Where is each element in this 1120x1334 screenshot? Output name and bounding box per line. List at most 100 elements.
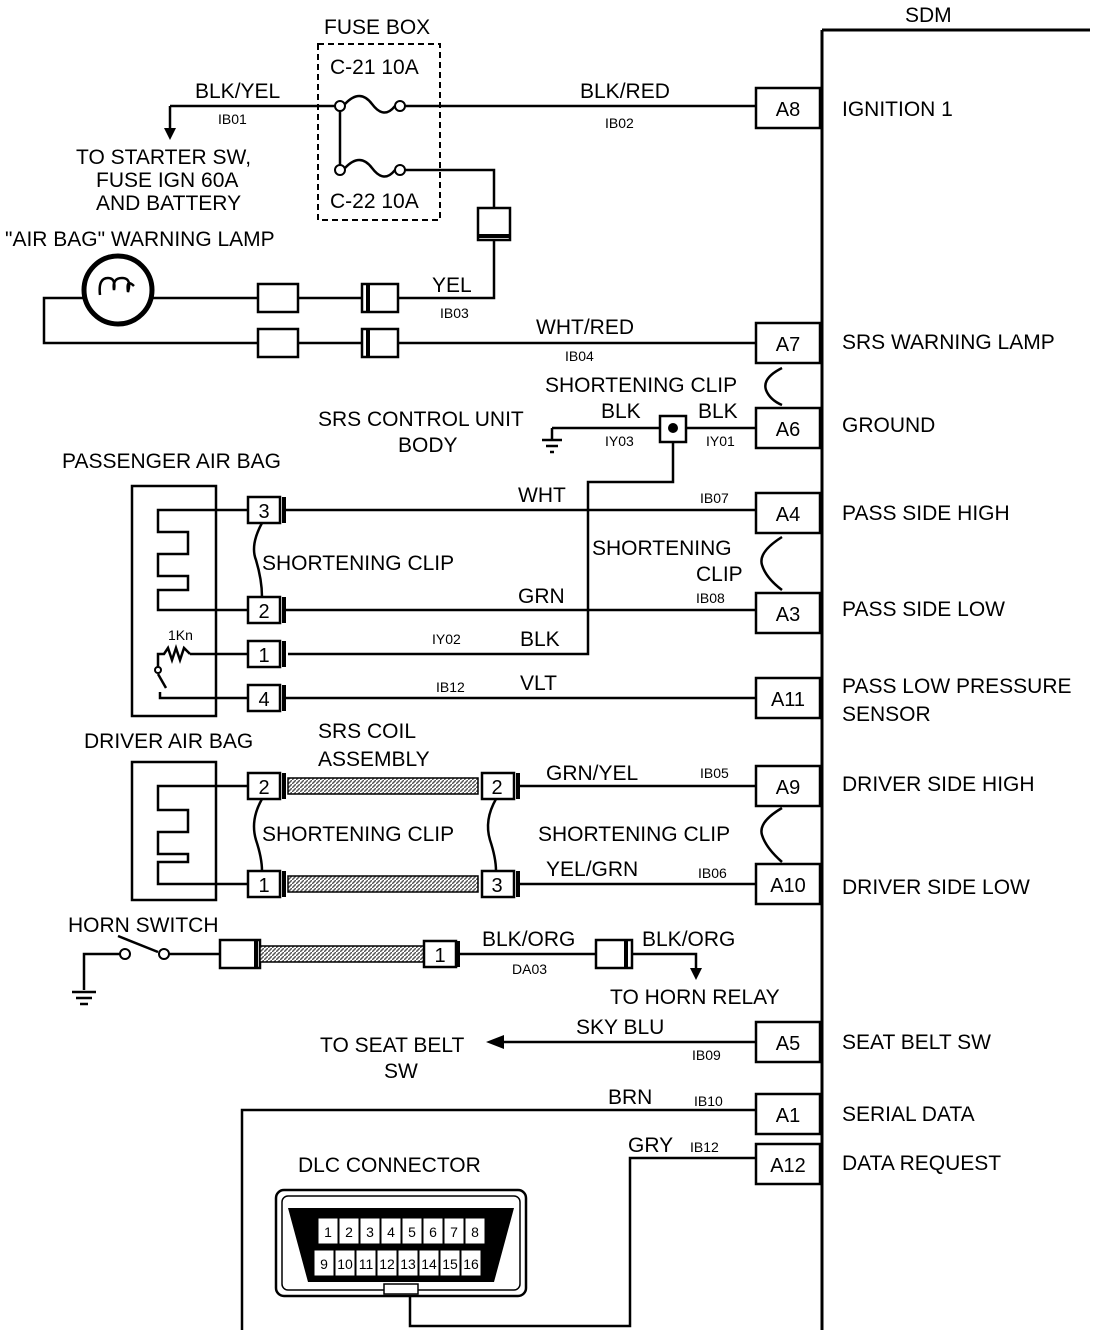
- dlc-pin-cell: [401, 1217, 423, 1245]
- sdm-pin-a12: A12 DATA REQUEST: [754, 1142, 1001, 1186]
- dlc-pin-number: 8: [471, 1224, 479, 1240]
- pin-desc-2: SENSOR: [842, 703, 931, 726]
- pin-1: 1: [258, 645, 269, 667]
- wire-color: BLK: [520, 628, 560, 651]
- wire-code: IB06: [698, 865, 727, 881]
- dlc-pin-number: 15: [442, 1256, 458, 1272]
- wire-color: VLT: [520, 672, 557, 695]
- pin-label: A4: [776, 504, 800, 526]
- wire-code: IB12: [690, 1139, 719, 1155]
- wire-code: DA03: [512, 961, 547, 977]
- pin-desc: PASS SIDE HIGH: [842, 502, 1010, 525]
- wire-color: YEL/GRN: [546, 858, 638, 881]
- wire-color: BRN: [608, 1086, 652, 1109]
- wire-gry: GRY IB12: [408, 1134, 756, 1328]
- dlc-pin-cell: [376, 1249, 398, 1277]
- dlc-pin-number: 9: [320, 1256, 328, 1272]
- dlc-pin-number: 7: [450, 1224, 458, 1240]
- dlc-pin-number: 11: [359, 1256, 374, 1272]
- fuse-box-title: FUSE BOX: [324, 16, 430, 39]
- wire-color: BLK/ORG: [482, 928, 575, 951]
- wire-blk-yel: BLK/YEL IB01: [164, 80, 335, 140]
- resistor-label: 1Kn: [168, 627, 193, 643]
- wire-blk-iy02: BLK IY02: [432, 628, 560, 651]
- sdm-pin-a6: A6 GROUND: [754, 406, 935, 450]
- dlc-pin-cell: [313, 1249, 335, 1277]
- wire-yel: YEL IB03: [398, 168, 512, 321]
- sdm-pin-a5: A5 SEAT BELT SW: [754, 1020, 991, 1064]
- srs-control-label-1: SRS CONTROL UNIT: [318, 408, 524, 431]
- pin-label: A3: [776, 604, 800, 626]
- pin-desc: DATA REQUEST: [842, 1152, 1001, 1175]
- sdm-pin-a3: A3 PASS SIDE LOW: [754, 591, 1005, 635]
- dlc-pin-number: 14: [421, 1256, 437, 1272]
- sdm-pin-a10: A10 DRIVER SIDE LOW: [754, 862, 1030, 906]
- dlc-pin-cell: [460, 1249, 482, 1277]
- srs-ground: SRS CONTROL UNIT BODY BLK IY03 BLK IY01: [288, 400, 756, 656]
- pin-label: A10: [770, 875, 806, 897]
- pin-1: 1: [434, 945, 445, 967]
- wire-yel-grn: YEL/GRN IB06: [520, 858, 756, 886]
- wire-color: GRN/YEL: [546, 762, 638, 785]
- sdm-pin-a11: A11 PASS LOW PRESSURE SENSOR: [754, 675, 1072, 726]
- starter-label-2: FUSE IGN 60A: [96, 169, 238, 192]
- pin-desc: SRS WARNING LAMP: [842, 331, 1055, 354]
- wire-code: IB08: [696, 590, 725, 606]
- pin-label: A9: [776, 777, 800, 799]
- wire-color: BLK/RED: [580, 80, 670, 103]
- wire-color: WHT: [518, 484, 566, 507]
- wire-blk-red: BLK/RED IB02: [405, 80, 756, 131]
- horn-switch: HORN SWITCH 1: [68, 914, 460, 1006]
- wire-code: IB05: [700, 765, 729, 781]
- wire-sky-blu: SKY BLU IB09 TO SEAT BELT SW: [320, 1016, 756, 1083]
- pin-desc: PASS LOW PRESSURE: [842, 675, 1072, 698]
- wire-wht: WHT IB07: [286, 484, 756, 512]
- dlc-pin-number: 4: [387, 1224, 395, 1240]
- warning-lamp-label: "AIR BAG" WARNING LAMP: [5, 228, 275, 251]
- horn-relay-label: TO HORN RELAY: [610, 986, 780, 1009]
- starter-label-3: AND BATTERY: [96, 192, 241, 215]
- srs-coil-assembly: SRS COIL ASSEMBLY 2 2 1 3 SHORTENING CLI…: [246, 720, 730, 899]
- sdm-pin-a9: A9 DRIVER SIDE HIGH: [754, 764, 1035, 808]
- dlc-pin-number: 10: [337, 1256, 353, 1272]
- pin-4: 4: [258, 689, 269, 711]
- wire-color: WHT/RED: [536, 316, 634, 339]
- wire-code: IB01: [218, 111, 247, 127]
- dlc-pin-number: 13: [400, 1256, 416, 1272]
- sdm-pin-a1: A1 SERIAL DATA: [754, 1092, 975, 1136]
- wire-color: BLK: [601, 400, 641, 423]
- wire-code: IY03: [605, 433, 634, 449]
- dlc-pin-number: 6: [429, 1224, 437, 1240]
- dlc-pin-number: 2: [345, 1224, 353, 1240]
- dlc-pin-cell: [422, 1217, 444, 1245]
- pin-1: 1: [258, 875, 269, 897]
- lamp-connectors: [256, 282, 400, 359]
- sdm-pin-a4: A4 PASS SIDE HIGH: [754, 491, 1010, 535]
- wire-grn-yel: GRN/YEL IB05: [520, 762, 756, 788]
- pin-label: A5: [776, 1033, 800, 1055]
- wire-grn: GRN IB08: [286, 585, 756, 612]
- wire-code: IB02: [605, 115, 634, 131]
- dlc-pin-cell: [317, 1217, 339, 1245]
- passenger-air-bag: PASSENGER AIR BAG 1Kn: [62, 450, 281, 718]
- wire-code: IB04: [565, 348, 594, 364]
- dlc-pin-cell: [464, 1217, 486, 1245]
- pin-label: A12: [770, 1155, 806, 1177]
- wire-code: IB12: [436, 679, 465, 695]
- pin-desc: PASS SIDE LOW: [842, 598, 1005, 621]
- pin-desc: SERIAL DATA: [842, 1103, 975, 1126]
- passenger-air-bag-label: PASSENGER AIR BAG: [62, 450, 281, 473]
- srs-coil-label-1: SRS COIL: [318, 720, 416, 743]
- dlc-pin-number: 12: [379, 1256, 395, 1272]
- pin-3: 3: [258, 501, 269, 523]
- starter-label-1: TO STARTER SW,: [76, 146, 251, 169]
- wire-code: IY02: [432, 631, 461, 647]
- air-bag-warning-lamp: "AIR BAG" WARNING LAMP: [5, 228, 275, 345]
- dlc-pin-cell: [355, 1249, 377, 1277]
- seat-belt-label-2: SW: [384, 1060, 418, 1083]
- srs-coil-label-2: ASSEMBLY: [318, 748, 430, 771]
- srs-control-label-2: BODY: [398, 434, 458, 457]
- dlc-pin-cell: [397, 1249, 419, 1277]
- fuse-c21-label: C-21 10A: [330, 56, 419, 79]
